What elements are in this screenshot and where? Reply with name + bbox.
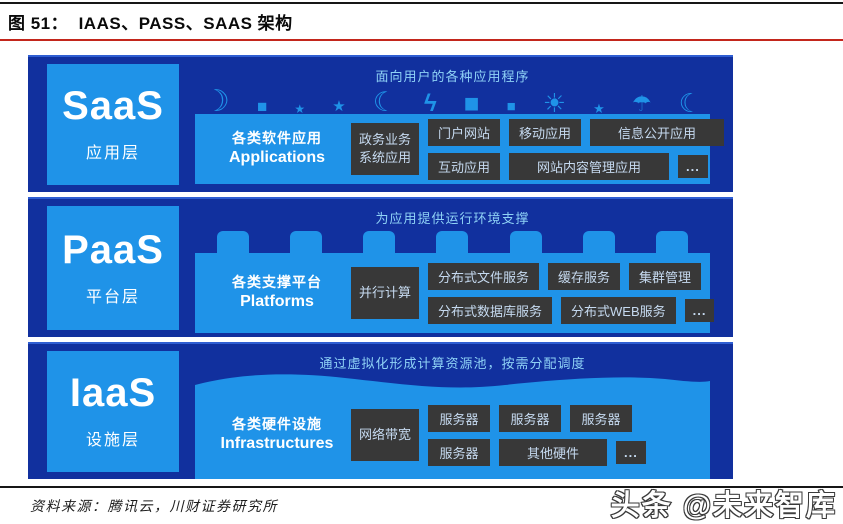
title-underline <box>0 39 843 41</box>
iaas-label-box: IaaS 设施层 <box>47 351 179 472</box>
platform-notch <box>290 231 323 253</box>
iaas-other-hardware-box: 其他硬件 <box>499 438 608 466</box>
platform-notch <box>217 231 249 253</box>
paas-box-row-2: 分布式数据库服务 分布式WEB服务 ... <box>428 296 715 324</box>
figure-title: 图 51： IAAS、PASS、SAAS 架构 <box>8 14 293 33</box>
paas-label-box: PaaS 平台层 <box>47 206 179 330</box>
saas-layer-panel: SaaS 应用层 面向用户的各种应用程序 ☽ ■ ★ ★ ☾ ϟ ■ ■ ☀ ★… <box>28 55 733 192</box>
app-silhouette-row: ☽ ■ ★ ★ ☾ ϟ ■ ■ ☀ ★ ☂ ☾ <box>195 84 710 114</box>
paas-caption: 为应用提供运行环境支撑 <box>375 211 530 226</box>
star-icon: ★ <box>294 101 306 114</box>
iaas-layer-sublabel: 设施层 <box>85 432 140 449</box>
paas-content: 为应用提供运行环境支撑 各类支撑平台 Platforms 并行计算 <box>195 199 715 337</box>
lightning-icon: ϟ <box>424 89 437 114</box>
paas-layer-panel: PaaS 平台层 为应用提供运行环境支撑 各类支撑平台 Pla <box>28 197 733 337</box>
platform-notch <box>655 231 688 253</box>
saas-box-row-2: 互动应用 网站内容管理应用 ... <box>428 152 724 180</box>
saas-category-en: Applications <box>228 148 325 166</box>
source-note: 资料来源：腾讯云，川财证券研究所 <box>30 500 278 515</box>
saas-layer-sublabel: 应用层 <box>85 145 140 162</box>
iaas-side-box: 网络带宽 <box>351 408 419 462</box>
bottom-divider <box>0 486 843 488</box>
iaas-caption: 通过虚拟化形成计算资源池，按需分配调度 <box>319 356 586 371</box>
iaas-category-label: 各类硬件设施 Infrastructures <box>203 416 351 454</box>
platform-notch <box>509 231 542 253</box>
saas-more-box: ... <box>678 154 708 178</box>
iaas-content: 通过虚拟化形成计算资源池，按需分配调度 各类硬件设施 Infrastructur… <box>195 344 710 479</box>
saas-app-box: 互动应用 <box>428 152 501 180</box>
iaas-server-box: 服务器 <box>428 404 490 432</box>
architecture-diagram: SaaS 应用层 面向用户的各种应用程序 ☽ ■ ★ ★ ☾ ϟ ■ ■ ☀ ★… <box>28 55 733 479</box>
paas-side-box: 并行计算 <box>351 266 419 320</box>
iaas-server-box: 服务器 <box>570 404 632 432</box>
iaas-server-box: 服务器 <box>428 438 490 466</box>
paas-box-rows: 分布式文件服务 缓存服务 集群管理 分布式数据库服务 分布式WEB服务 ... <box>428 262 715 324</box>
platform-notch <box>582 231 615 253</box>
paas-layer-sublabel: 平台层 <box>85 288 140 306</box>
iaas-box-row-1: 服务器 服务器 服务器 <box>428 404 702 432</box>
paas-service-box: 缓存服务 <box>548 262 621 290</box>
paas-category-zh: 各类支撑平台 <box>232 274 322 291</box>
saas-layer-name: SaaS <box>62 84 164 128</box>
saas-label-box: SaaS 应用层 <box>47 64 179 185</box>
resource-pool-wave-shape <box>195 374 710 391</box>
saas-applications-panel: 各类软件应用 Applications 政务业务系统应用 门户网站 移动应用 信… <box>195 114 725 184</box>
iaas-layer-panel: IaaS 设施层 通过虚拟化形成计算资源池，按需分配调度 各类硬件设施 Infr… <box>28 342 733 479</box>
paas-category-label: 各类支撑平台 Platforms <box>203 274 351 312</box>
saas-app-box: 移动应用 <box>509 118 582 146</box>
iaas-category-zh: 各类硬件设施 <box>232 416 322 433</box>
crescent-icon: ☾ <box>372 87 397 114</box>
saas-box-row-1: 门户网站 移动应用 信息公开应用 <box>428 118 725 146</box>
moon-icon: ☽ <box>203 84 230 114</box>
star-icon: ★ <box>593 100 605 114</box>
iaas-infrastructure-panel: 各类硬件设施 Infrastructures 网络带宽 服务器 服务器 服务器 … <box>195 391 710 479</box>
saas-category-label: 各类软件应用 Applications <box>203 130 351 168</box>
saas-side-box: 政务业务系统应用 <box>351 122 419 176</box>
iaas-layer-name: IaaS <box>69 371 157 415</box>
saas-app-box: 网站内容管理应用 <box>509 152 670 180</box>
iaas-category-en: Infrastructures <box>220 434 334 452</box>
platform-notch-row <box>195 231 710 253</box>
top-divider <box>0 2 843 4</box>
umbrella-icon: ☂ <box>631 91 652 114</box>
app-tile-icon: ■ <box>506 98 516 114</box>
iaas-more-box: ... <box>616 440 646 464</box>
paas-box-row-1: 分布式文件服务 缓存服务 集群管理 <box>428 262 714 290</box>
paas-service-box: 分布式数据库服务 <box>428 296 553 324</box>
watermark: 头条 @未来智库 <box>610 489 837 523</box>
platform-notch <box>363 231 396 253</box>
saas-caption: 面向用户的各种应用程序 <box>375 69 530 84</box>
paas-service-box: 分布式WEB服务 <box>561 296 676 324</box>
star-icon: ★ <box>332 98 346 114</box>
iaas-box-rows: 服务器 服务器 服务器 服务器 其他硬件 ... <box>428 404 702 466</box>
saas-app-box: 门户网站 <box>428 118 501 146</box>
chat-bubble-icon: ■ <box>463 87 480 114</box>
paas-service-box: 集群管理 <box>629 262 702 290</box>
saas-box-rows: 门户网站 移动应用 信息公开应用 互动应用 网站内容管理应用 ... <box>428 118 725 180</box>
paas-platforms-panel: 各类支撑平台 Platforms 并行计算 分布式文件服务 缓存服务 集群管理 … <box>195 253 715 333</box>
iaas-box-row-2: 服务器 其他硬件 ... <box>428 438 702 466</box>
paas-category-en: Platforms <box>240 292 314 310</box>
saas-app-box: 信息公开应用 <box>590 118 725 146</box>
paas-service-box: 分布式文件服务 <box>428 262 540 290</box>
paas-layer-name: PaaS <box>62 227 164 272</box>
platform-notch <box>436 231 469 253</box>
saas-content: 面向用户的各种应用程序 ☽ ■ ★ ★ ☾ ϟ ■ ■ ☀ ★ ☂ ☾ <box>195 57 725 192</box>
crescent-icon: ☾ <box>678 87 702 114</box>
saas-category-zh: 各类软件应用 <box>232 130 322 147</box>
iaas-server-box: 服务器 <box>499 404 561 432</box>
app-tile-icon: ■ <box>256 96 268 114</box>
paas-more-box: ... <box>684 298 715 322</box>
sun-icon: ☀ <box>542 87 567 114</box>
